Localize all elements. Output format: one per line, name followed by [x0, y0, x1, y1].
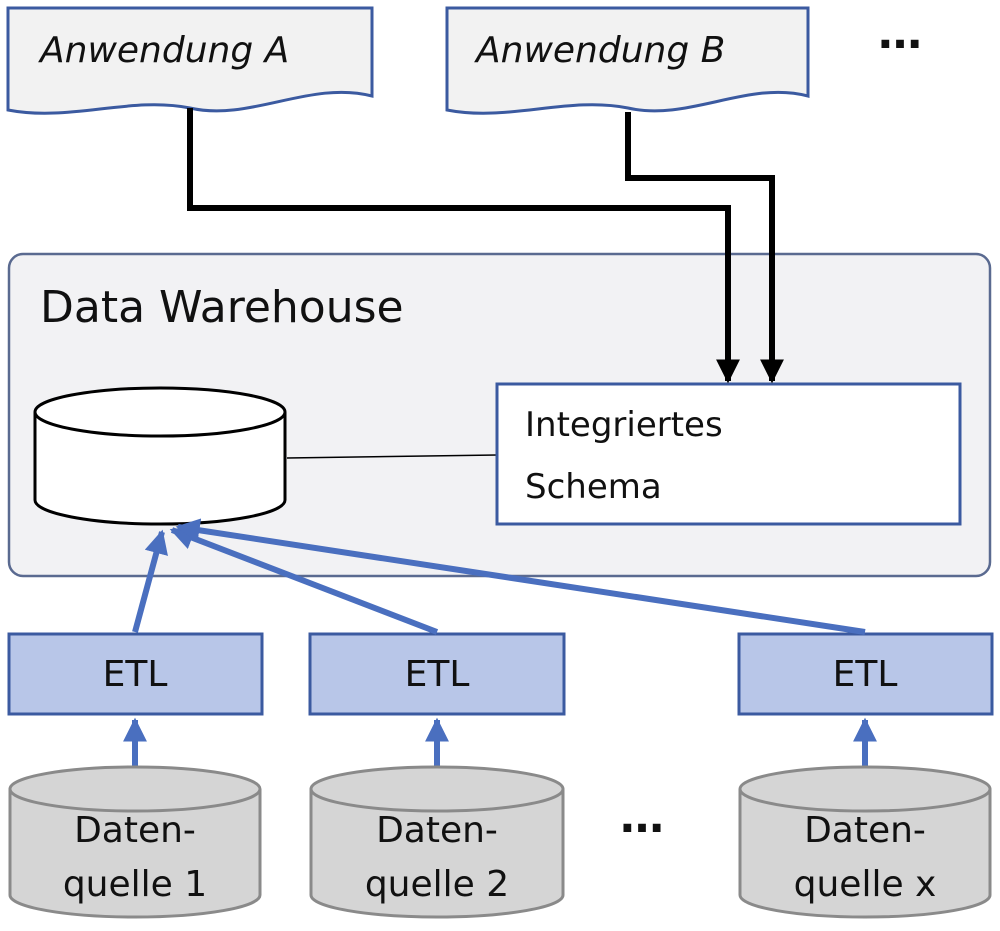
arrow-application-b-to-schema-1: [625, 112, 784, 384]
integrated-schema-box: [495, 382, 962, 526]
source-to-etl-arrows: [123, 717, 877, 768]
etl-2-box: [308, 632, 566, 716]
source-2-cylinder-icon: [309, 765, 565, 919]
application-a-label: Anwendung A: [38, 30, 289, 71]
source-x-label-line1: Daten-: [804, 810, 926, 851]
application-a: Anwendung A: [6, 6, 374, 115]
etl-1-box: [7, 632, 264, 716]
etl-2-label: ETL: [405, 654, 470, 695]
database-schema-connector: [286, 454, 498, 459]
source-1-label-line2: quelle 1: [63, 864, 207, 905]
arrow-etl-1-to-warehouse: [132, 529, 168, 633]
source-x-cylinder-icon: [738, 765, 992, 919]
etl-3: ETL: [737, 632, 994, 716]
source-2-label-line1: Daten-: [376, 810, 498, 851]
application-b-shape: [445, 6, 810, 115]
application-b: Anwendung B: [445, 6, 810, 115]
warehouse-database-icon: [33, 386, 287, 526]
sources-more-ellipsis: …: [620, 792, 664, 843]
etl-to-warehouse-arrows: [132, 518, 866, 635]
arrow-etl-3-to-warehouse: [175, 518, 866, 635]
source-1-label-line1: Daten-: [74, 810, 196, 851]
etl-1: ETL: [7, 632, 264, 716]
source-2: Daten- quelle 2: [309, 765, 565, 919]
integrated-schema-label-line1: Integriertes: [525, 405, 723, 445]
source-x-label-line2: quelle x: [794, 864, 937, 905]
arrow-application-a-to-schema: [187, 108, 740, 384]
etl-3-box: [737, 632, 994, 716]
etl-1-label: ETL: [103, 654, 168, 695]
arrow-etl-2-to-warehouse: [169, 526, 439, 635]
application-b-label: Anwendung B: [474, 30, 725, 71]
data-warehouse: Data Warehouse Integriertes Schema: [7, 252, 992, 578]
etl-3-label: ETL: [833, 654, 898, 695]
applications-more-ellipsis: …: [878, 8, 922, 59]
etl-2: ETL: [308, 632, 566, 716]
source-2-label-line2: quelle 2: [365, 864, 509, 905]
source-1: Daten- quelle 1: [8, 765, 262, 919]
source-x: Daten- quelle x: [738, 765, 992, 919]
application-arrows: [187, 108, 784, 384]
integrated-schema-label-line2: Schema: [525, 467, 662, 507]
source-1-cylinder-icon: [8, 765, 262, 919]
data-warehouse-title: Data Warehouse: [40, 282, 404, 333]
